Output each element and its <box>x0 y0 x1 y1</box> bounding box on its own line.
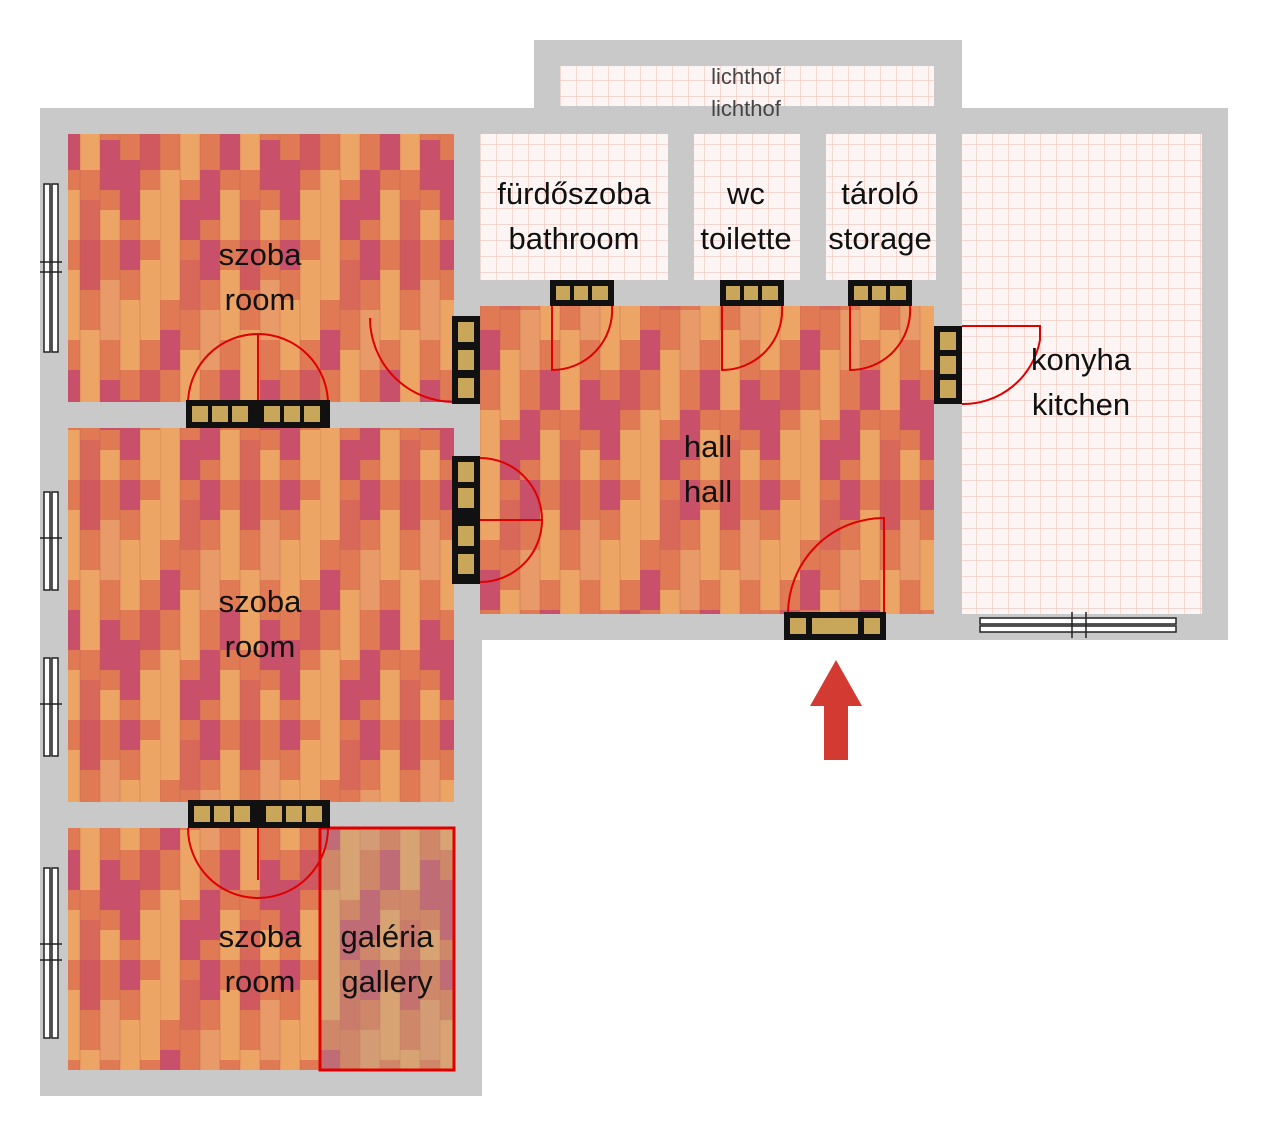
door-bathroom <box>550 280 614 306</box>
room-labels: lichthof lichthof szoba room fürdőszoba … <box>219 64 1132 999</box>
room-middle-label-2: room <box>225 629 296 664</box>
window-kitchen <box>979 612 1177 638</box>
door-kitchen <box>934 326 962 404</box>
door-storage <box>848 280 912 306</box>
lichthof-label-1: lichthof <box>711 64 782 89</box>
hall-floor <box>480 306 934 614</box>
toilet-label-1: wc <box>726 176 765 211</box>
kitchen-floor <box>962 134 1202 614</box>
bathroom-floor <box>480 134 668 280</box>
hall-label-2: hall <box>684 474 732 509</box>
room-bottom-floor <box>68 828 454 1070</box>
door-room-top-hall <box>452 316 480 404</box>
tiled-floors <box>480 66 1202 614</box>
room-top-floor <box>68 134 454 402</box>
gallery-outline <box>318 826 456 1072</box>
bathroom-label-2: bathroom <box>509 221 640 256</box>
door-frames <box>186 280 962 828</box>
toilet-floor <box>694 134 800 280</box>
window-room-bottom <box>40 867 62 1039</box>
lichthof-floor <box>560 66 934 106</box>
kitchen-label-1: konyha <box>1031 342 1132 377</box>
door-room-middle-bottom <box>188 800 330 828</box>
room-bottom-label-1: szoba <box>219 919 302 954</box>
room-top-label-1: szoba <box>219 237 302 272</box>
gallery-label-1: galéria <box>340 919 434 954</box>
window-room-middle-upper <box>40 491 62 591</box>
kitchen-label-2: kitchen <box>1032 387 1130 422</box>
window-room-top <box>40 183 62 353</box>
door-toilet <box>720 280 784 306</box>
storage-floor <box>826 134 936 280</box>
door-swings <box>187 305 1041 900</box>
room-top-label-2: room <box>225 282 296 317</box>
hall-label-1: hall <box>684 429 732 464</box>
room-bottom-label-2: room <box>225 964 296 999</box>
door-room-middle-hall <box>452 456 480 584</box>
storage-label-1: tároló <box>841 176 919 211</box>
storage-label-2: storage <box>828 221 931 256</box>
bathroom-label-1: fürdőszoba <box>497 176 651 211</box>
gallery-label-2: gallery <box>341 964 433 999</box>
room-middle-floor <box>68 428 454 802</box>
windows <box>40 183 1177 1039</box>
entrance-arrow-icon <box>810 660 862 760</box>
lichthof-label-2: lichthof <box>711 96 782 121</box>
room-middle-label-1: szoba <box>219 584 302 619</box>
door-entrance <box>784 612 886 640</box>
toilet-label-2: toilette <box>700 221 791 256</box>
door-room-top <box>186 400 330 428</box>
window-room-middle-lower <box>40 657 62 757</box>
wooden-floors <box>68 134 934 1070</box>
